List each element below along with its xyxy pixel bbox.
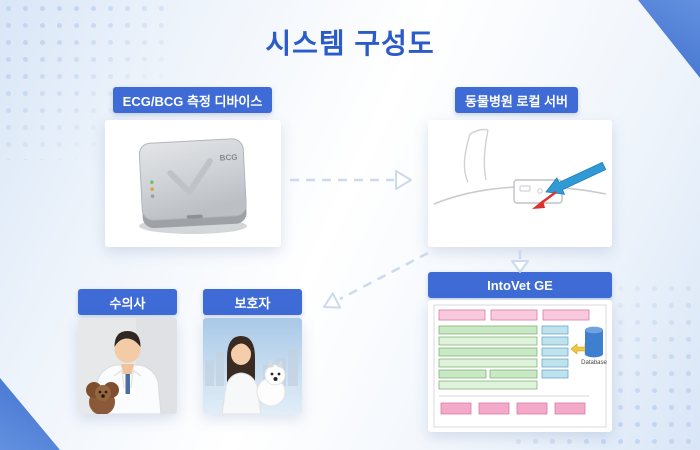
vet-photo-image — [78, 318, 177, 414]
card-intovet-ge: Database — [428, 300, 612, 432]
arrowhead-down-left — [323, 292, 342, 309]
local-server-sketch — [433, 128, 607, 209]
device-brand-text: BCG — [219, 153, 237, 163]
dog-brown — [86, 382, 119, 414]
page-title: 시스템 구성도 — [265, 28, 435, 59]
arrow-server-to-people — [339, 251, 429, 301]
database-label: Database — [581, 360, 607, 366]
label-intovet-ge: IntoVet GE — [428, 272, 612, 298]
label-local-server: 동물병원 로컬 서버 — [455, 87, 578, 113]
corner-shape-bottom-left — [0, 378, 60, 450]
label-guardian: 보호자 — [203, 289, 302, 315]
guardian-photo-image — [203, 318, 302, 414]
guardian-photo — [203, 318, 302, 414]
dog-white — [256, 360, 286, 407]
database-icon — [585, 326, 603, 358]
vet-photo — [78, 318, 177, 414]
arrowhead-right — [395, 170, 412, 190]
card-local-server — [428, 120, 612, 247]
ecg-device-image: BCG — [138, 138, 247, 234]
intovet-architecture-diagram: Database — [433, 304, 608, 428]
label-vet: 수의사 — [78, 289, 177, 315]
label-ecg-device: ECG/BCG 측정 디바이스 — [113, 87, 272, 113]
arrowhead-down — [511, 260, 529, 273]
card-ecg-device: BCG — [105, 120, 281, 247]
